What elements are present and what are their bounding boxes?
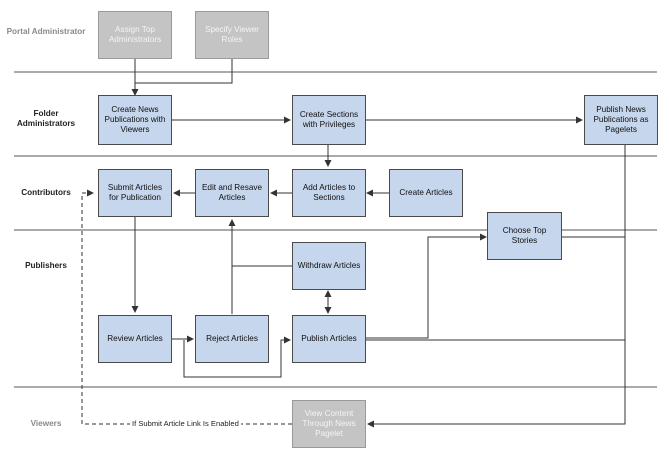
arrow-review-to-publish [183,336,291,378]
lane-label-publishers: Publishers [25,261,67,270]
arrow-publish-to-choose-top [364,233,487,339]
connector-specify-roles [135,59,233,84]
add-articles-to-sections-box: Add Articles to Sections [292,169,366,217]
publish-as-pagelets-box: Publish News Publications as Pagelets [584,95,658,145]
lane-dividers [14,71,657,388]
publish-articles-box: Publish Articles [292,315,366,363]
condition-label: If Submit Article Link Is Enabled [130,419,241,429]
withdraw-articles-box: Withdraw Articles [292,242,366,290]
assign-top-administrators-box: Assign Top Administrators [98,11,172,59]
lane-label-contributors: Contributors [21,188,71,197]
review-articles-box: Review Articles [98,315,172,363]
dashed-conditional-connector [81,189,292,425]
lane-label-portal-administrator: Portal Administrator [6,27,86,36]
lane-label-viewers: Viewers [30,419,62,428]
reject-articles-box: Reject Articles [195,315,269,363]
create-articles-box: Create Articles [389,169,463,217]
specify-viewer-roles-box: Specify Viewer Roles [195,11,269,59]
create-sections-box: Create Sections with Privileges [292,95,366,145]
submit-articles-box: Submit Articles for Publication [98,169,172,217]
arrow-trunk-to-view-content [367,145,626,428]
lane-label-folder-administrators: Folder Administrators [16,109,76,128]
edit-resave-articles-box: Edit and Resave Articles [195,169,269,217]
choose-top-stories-box: Choose Top Stories [487,212,562,260]
create-news-publications-box: Create News Publications with Viewers [98,95,172,145]
view-content-box: View Content Through News Pagelet [292,400,366,448]
